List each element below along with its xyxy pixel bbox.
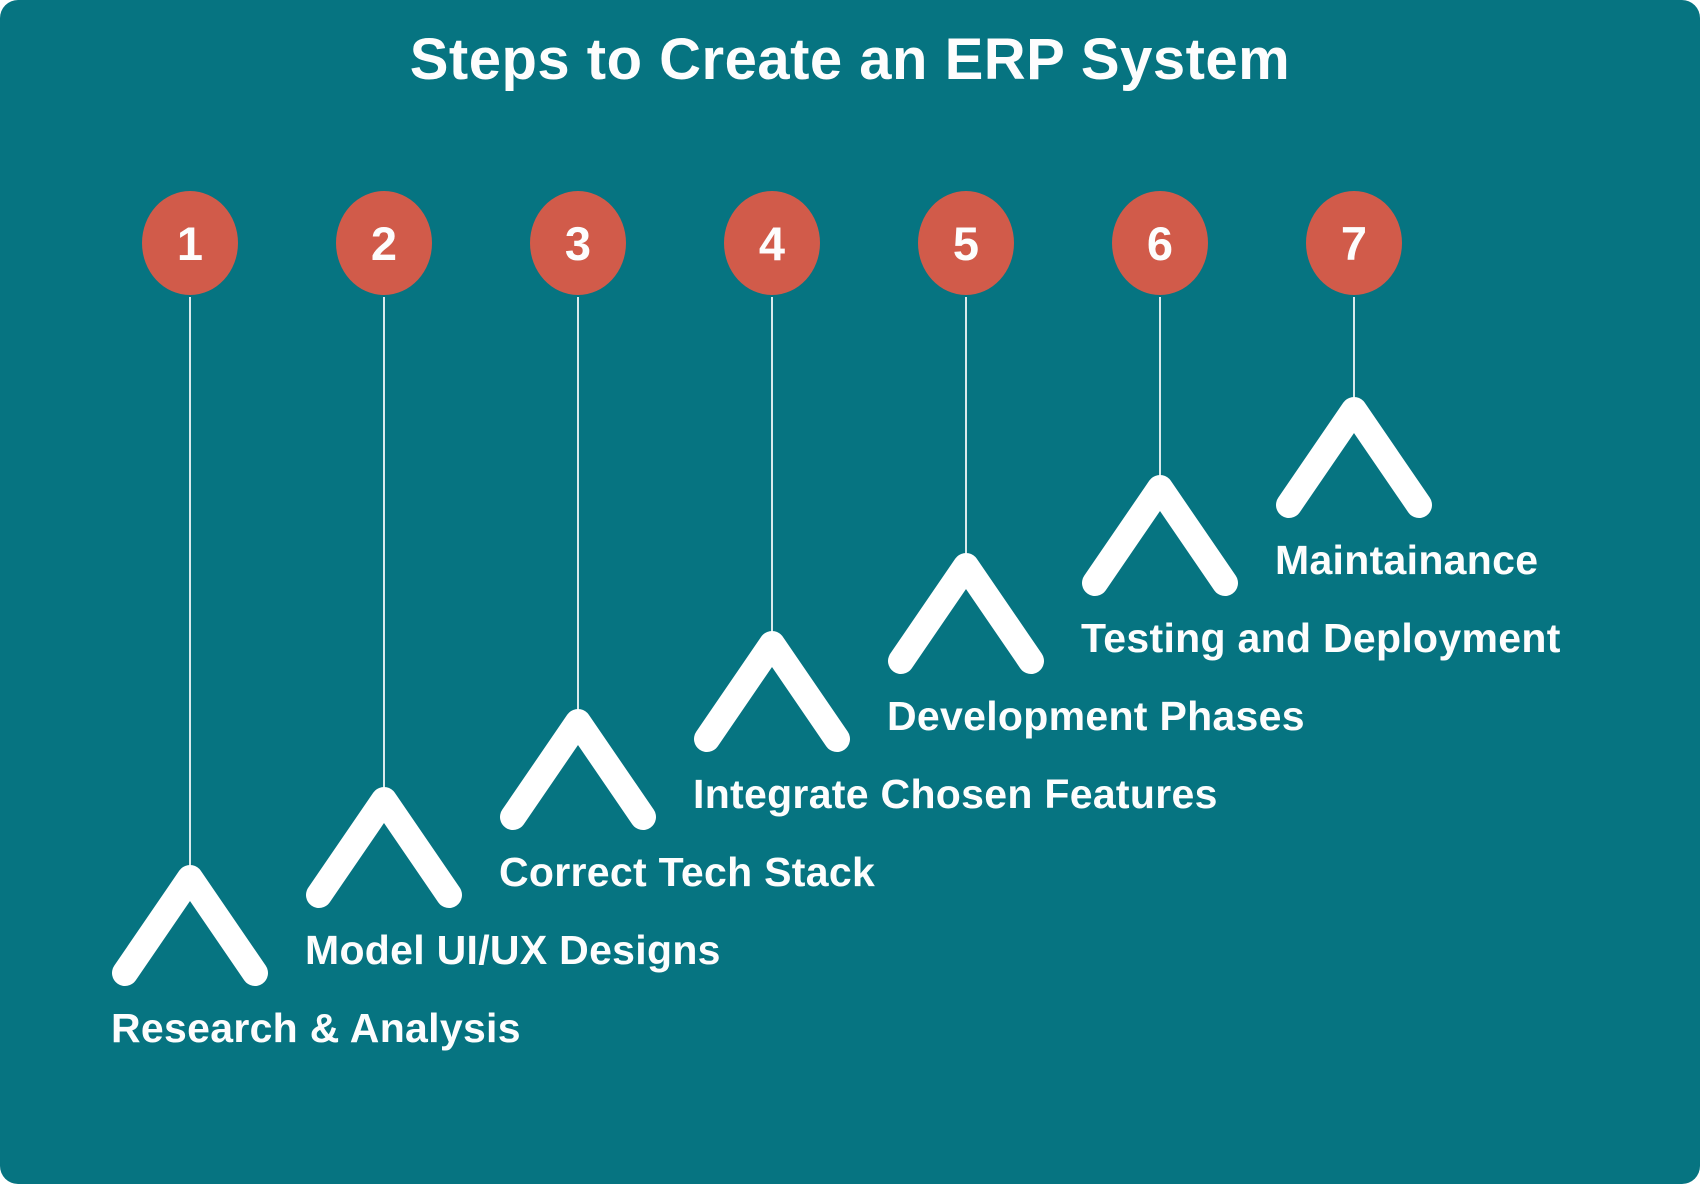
step-circle: 2 bbox=[336, 191, 432, 295]
step-number: 3 bbox=[564, 216, 592, 270]
step-label: Maintainance bbox=[1275, 537, 1539, 583]
step-label: Development Phases bbox=[887, 693, 1305, 739]
chevron-up-icon bbox=[886, 552, 1046, 676]
step-number: 6 bbox=[1146, 216, 1174, 270]
page-title: Steps to Create an ERP System bbox=[409, 27, 1291, 92]
step-label: Model UI/UX Designs bbox=[305, 927, 721, 973]
step-number: 7 bbox=[1340, 216, 1368, 270]
step-label: Integrate Chosen Features bbox=[693, 771, 1218, 817]
chevron-up-icon bbox=[498, 708, 658, 832]
step-circle: 3 bbox=[530, 191, 626, 295]
step-label: Correct Tech Stack bbox=[499, 849, 876, 895]
step-circle: 1 bbox=[142, 191, 238, 295]
connector-line bbox=[771, 297, 773, 644]
chevron-up-icon bbox=[692, 630, 852, 754]
step-number: 5 bbox=[952, 216, 980, 270]
connector-line bbox=[189, 297, 191, 878]
step-circle: 6 bbox=[1112, 191, 1208, 295]
step-number: 4 bbox=[758, 216, 786, 270]
chevron-up-icon bbox=[110, 864, 270, 988]
connector-line bbox=[965, 297, 967, 566]
step-label: Research & Analysis bbox=[111, 1005, 521, 1051]
chevron-up-icon bbox=[1274, 396, 1434, 520]
step-number: 1 bbox=[176, 216, 204, 270]
step-circle: 4 bbox=[724, 191, 820, 295]
connector-line bbox=[577, 297, 579, 722]
chevron-up-icon bbox=[1080, 474, 1240, 598]
step-number: 2 bbox=[370, 216, 398, 270]
step-circle: 7 bbox=[1306, 191, 1402, 295]
step-label: Testing and Deployment bbox=[1081, 615, 1561, 661]
connector-line bbox=[1353, 297, 1355, 410]
chevron-up-icon bbox=[304, 786, 464, 910]
connector-line bbox=[1159, 297, 1161, 488]
step-circle: 5 bbox=[918, 191, 1014, 295]
connector-line bbox=[383, 297, 385, 800]
